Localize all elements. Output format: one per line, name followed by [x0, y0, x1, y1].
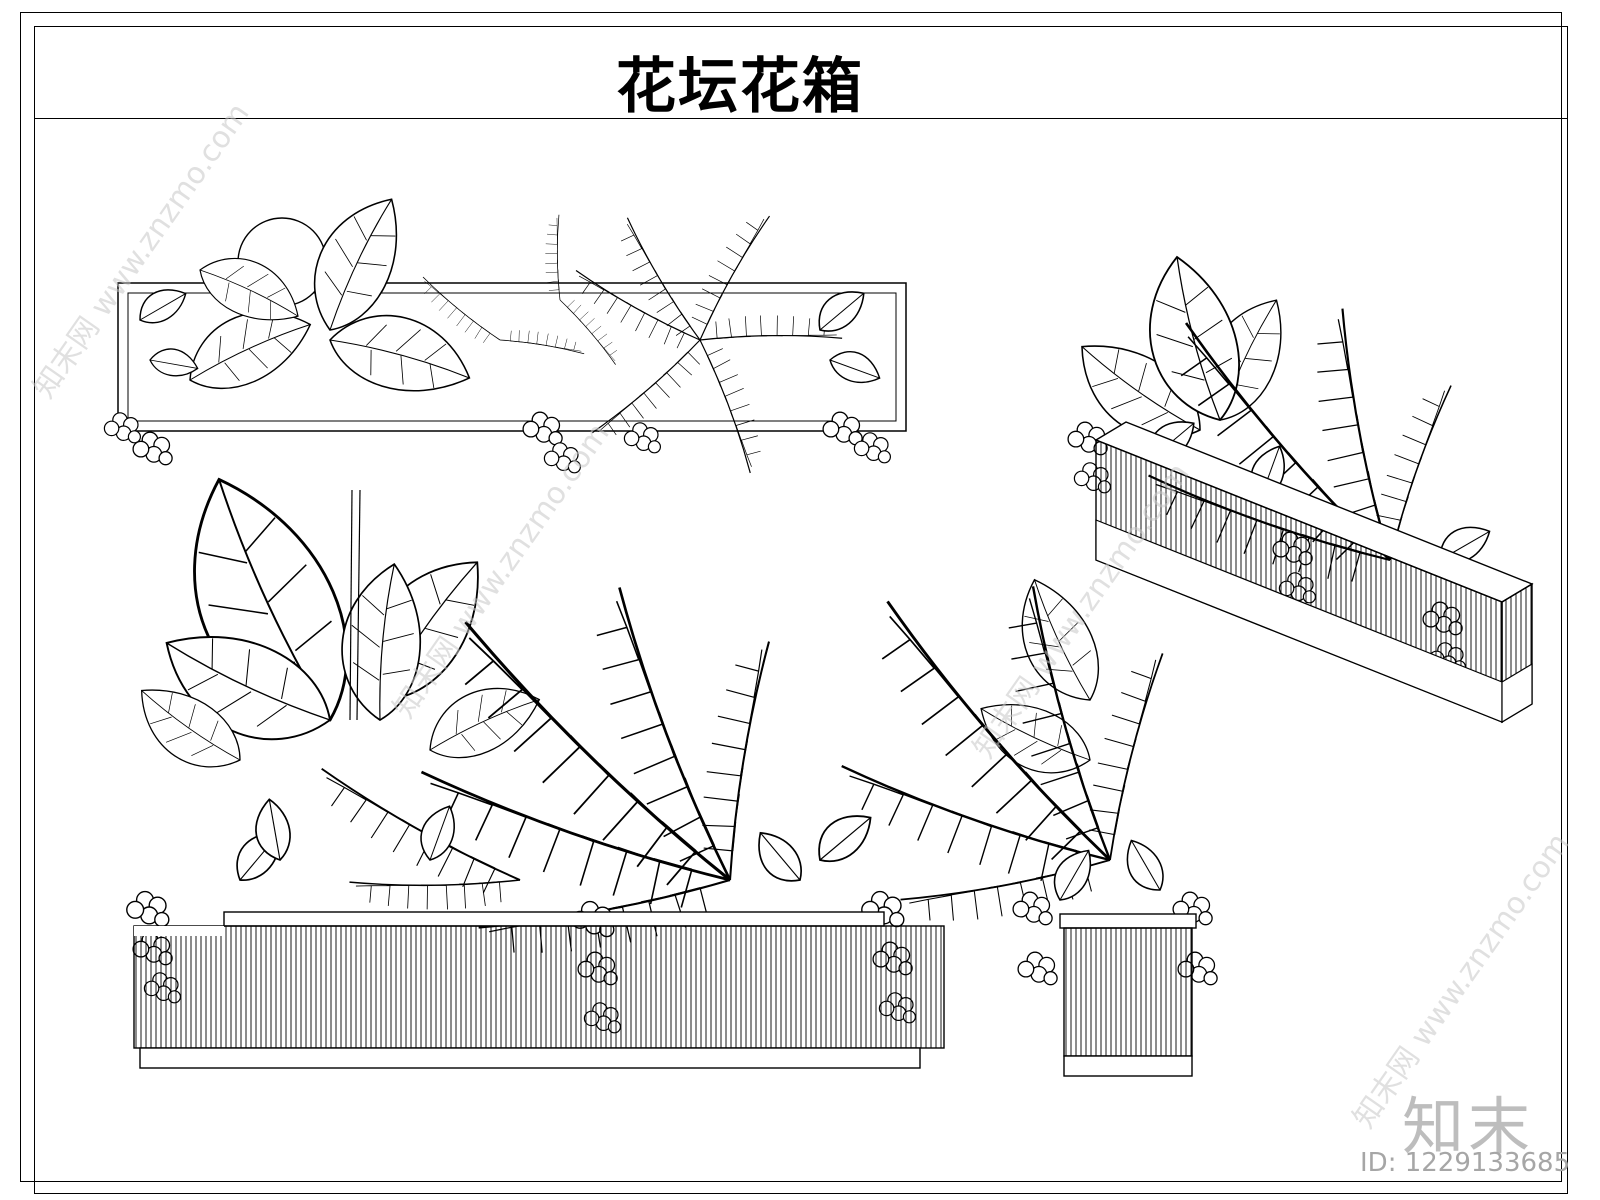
title-divider: [34, 118, 1568, 119]
elevation-planter-small: [840, 567, 1234, 1077]
isometric-planter: [1058, 248, 1534, 724]
outer-border: [20, 12, 1562, 1182]
plan-view-planter: [103, 181, 907, 474]
elevation-planter-large: [122, 454, 945, 1069]
drawing-title: 花坛花箱: [616, 52, 864, 122]
brand-logo: 知末: [1402, 1090, 1535, 1163]
inner-border: [34, 26, 1568, 1194]
drawing-id: ID: 1229133685: [1360, 1148, 1571, 1178]
